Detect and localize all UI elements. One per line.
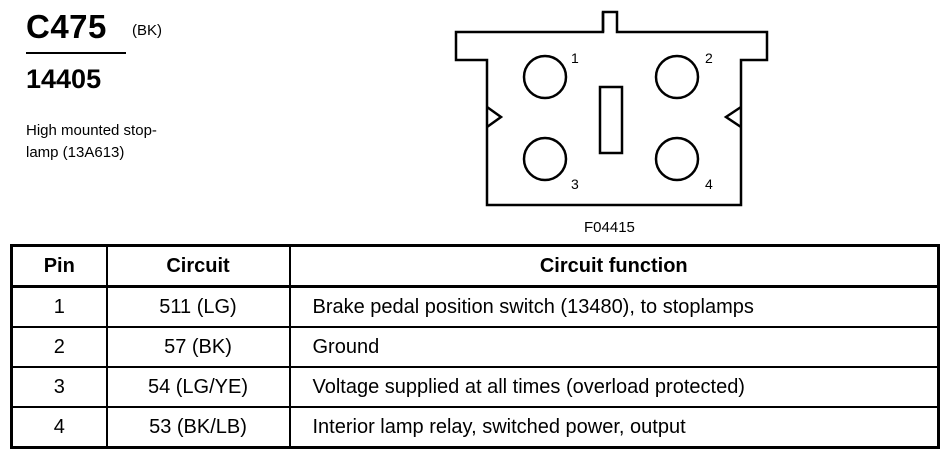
pin-cell: 1 <box>10 285 108 328</box>
circuit-cell: 54 (LG/YE) <box>105 366 291 408</box>
connector-face-diagram: 1 2 3 4 <box>454 10 769 207</box>
description-line-2: lamp (13A613) <box>26 144 125 161</box>
figure-id: F04415 <box>584 219 635 236</box>
table-row: 3 54 (LG/YE) Voltage supplied at all tim… <box>10 366 940 408</box>
pin-cavity-1 <box>522 54 568 100</box>
function-cell: Interior lamp relay, switched power, out… <box>288 406 940 449</box>
column-header-pin: Pin <box>10 244 108 288</box>
part-number: 14405 <box>26 64 102 94</box>
pin-label-3: 3 <box>571 176 579 192</box>
circuit-cell: 57 (BK) <box>105 326 291 368</box>
connector-id: C475 <box>26 8 107 45</box>
connector-description: High mounted stop- lamp (13A613) <box>26 120 157 164</box>
pin-cell: 4 <box>10 406 108 449</box>
function-cell: Brake pedal position switch (13480), to … <box>288 285 940 328</box>
function-cell: Voltage supplied at all times (overload … <box>288 366 940 408</box>
center-key-slot <box>598 85 624 155</box>
table-row: 2 57 (BK) Ground <box>10 326 940 368</box>
pin-cavity-3 <box>522 136 568 182</box>
column-header-circuit: Circuit <box>105 244 291 288</box>
pin-label-1: 1 <box>571 50 579 66</box>
pin-cavity-4 <box>654 136 700 182</box>
function-cell: Ground <box>288 326 940 368</box>
pin-cell: 3 <box>10 366 108 408</box>
header-rule <box>26 52 126 54</box>
color-code: (BK) <box>132 22 162 39</box>
right-latch-notch <box>723 105 742 129</box>
table-header-row: Pin Circuit Circuit function <box>10 244 940 288</box>
table-row: 4 53 (BK/LB) Interior lamp relay, switch… <box>10 406 940 449</box>
connector-housing-outline <box>454 10 769 207</box>
pinout-table: Pin Circuit Circuit function 1 511 (LG) … <box>10 244 940 449</box>
pin-cavity-2 <box>654 54 700 100</box>
table-row: 1 511 (LG) Brake pedal position switch (… <box>10 285 940 328</box>
circuit-cell: 511 (LG) <box>105 285 291 328</box>
description-line-1: High mounted stop- <box>26 122 157 139</box>
pin-label-2: 2 <box>705 50 713 66</box>
column-header-function: Circuit function <box>288 244 940 288</box>
left-latch-notch <box>486 105 504 129</box>
pin-label-4: 4 <box>705 176 713 192</box>
circuit-cell: 53 (BK/LB) <box>105 406 291 449</box>
pin-cell: 2 <box>10 326 108 368</box>
